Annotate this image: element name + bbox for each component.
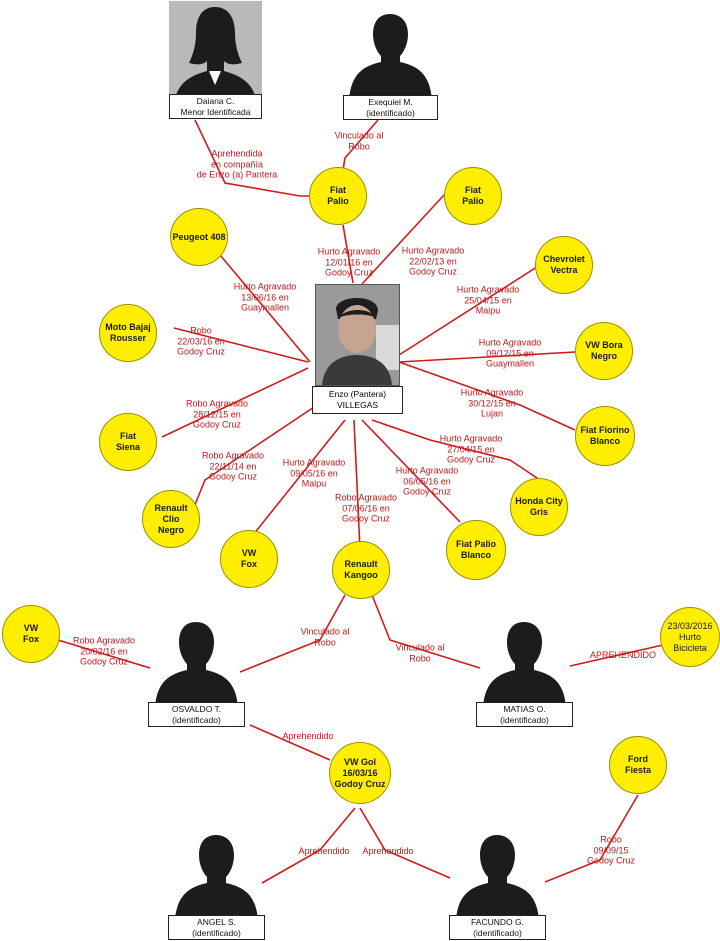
node-fiat-fiorino: Fiat Fiorino Blanco (575, 406, 635, 466)
edge-label-palio-blanco: Hurto Agravado 06/05/16 en Godoy Cruz (395, 465, 459, 497)
link-facundo-gol (359, 807, 451, 879)
edge-label-daiana-palio: Aprehendida en compañía de Enzo (a) Pant… (196, 148, 278, 180)
node-fiat-palio-2: Fiat Palio (444, 167, 502, 225)
male-silhouette-icon (349, 14, 432, 100)
male-silhouette-icon (155, 622, 238, 707)
link-fox1 (252, 419, 346, 536)
edge-label-osvaldo-kangoo: Vinculado al Robo (300, 626, 350, 648)
person-osvaldo: OSVALDO T. (identificado) (148, 619, 245, 727)
node-ford-fiesta: Ford Fiesta (609, 736, 667, 794)
link-matias-kangoo (371, 594, 481, 669)
link-chevrolet (398, 264, 541, 356)
node-fiat-palio-blanco: Fiat Palio Blanco (446, 520, 506, 580)
link-palio-blanco (361, 419, 461, 523)
link-siena (161, 367, 309, 438)
edge-label-palio2: Hurto Agravado 22/02/13 en Godoy Cruz (401, 245, 465, 277)
edge-label-moto: Robo 22/03/16 en Godoy Cruz (176, 325, 226, 357)
edge-label-fox1: Hurto Agravado 09/05/16 en Maipu (282, 457, 346, 489)
person-daiana: Daiana C. Menor Identificada (169, 1, 262, 119)
edge-label-peugeot: Hurto Agravado 13/06/16 en Guaymallen (233, 281, 297, 313)
node-vw-gol: VW Gol 16/03/16 Godoy Cruz (329, 742, 391, 804)
node-vw-fox-1: VW Fox (220, 530, 278, 588)
male-silhouette-icon (456, 835, 539, 920)
edge-label-fox2: Robo Agravado 20/02/16 en Godoy Cruz (72, 635, 136, 667)
link-exequiel-palio (342, 119, 379, 171)
node-renault-kangoo: Renault Kangoo (332, 541, 390, 599)
link-fiorino (398, 361, 576, 431)
person-caption: FACUNDO G. (identificado) (449, 915, 546, 940)
node-vw-bora: VW Bora Negro (575, 322, 633, 380)
node-fiat-siena: Fiat Siena (99, 413, 157, 471)
female-silhouette-icon (175, 7, 256, 99)
center-caption: Enzo (Pantera) VILLEGAS (312, 386, 403, 414)
person-caption: Daiana C. Menor Identificada (169, 94, 262, 119)
link-clio (191, 394, 333, 513)
link-peugeot (219, 254, 311, 363)
person-angel: ANGEL S. (identificado) (168, 832, 265, 940)
edge-label-osvaldo-gol: Aprehendido (282, 730, 334, 741)
node-peugeot-408: Peugeot 408 (170, 208, 228, 266)
edge-label-clio: Robo Agravado 22/11/14 en Godoy Cruz (201, 450, 265, 482)
link-fiesta (544, 794, 639, 883)
link-osvaldo-kangoo (239, 594, 346, 673)
person-caption: ANGEL S. (identificado) (168, 915, 265, 940)
person-exequiel: Exequiel M. (identificado) (343, 10, 438, 120)
link-palio1 (342, 224, 354, 284)
person-caption: Exequiel M. (identificado) (343, 95, 438, 120)
edge-label-fiesta: Robo 09/09/15 Godoy Cruz (586, 834, 636, 866)
edge-label-exequiel-palio: Vinculado al Robo (334, 130, 384, 152)
link-bicicleta (569, 644, 664, 667)
person-caption: MATIAS O. (identificado) (476, 702, 573, 727)
suspect-portrait-icon (316, 285, 399, 385)
link-fox2 (57, 639, 151, 669)
link-bora (398, 351, 576, 363)
link-daiana-palio (194, 119, 313, 197)
link-honda (371, 419, 541, 481)
person-caption: OSVALDO T. (identificado) (148, 702, 245, 727)
edge-label-bora: Hurto Agravado 09/12/15 en Guaymallen (478, 337, 542, 369)
node-hurto-bicicleta: 23/03/2016 Hurto Bicicleta (660, 607, 720, 667)
link-moto (173, 327, 309, 363)
edge-label-facundo-gol: Aprehendido (362, 845, 414, 856)
node-chevrolet-vectra: Chevrolet Vectra (535, 236, 593, 294)
person-facundo: FACUNDO G. (identificado) (449, 832, 546, 940)
edge-label-angel-gol: Aprehendido (298, 845, 350, 856)
edge-label-matias-kangoo: Vinculado al Robo (395, 642, 445, 664)
person-matias: MATIAS O. (identificado) (476, 619, 573, 727)
node-moto-bajaj: Moto Bajaj Rousser (99, 304, 157, 362)
edge-label-chevrolet: Hurto Agravado 25/04/15 en Maipu (456, 284, 520, 316)
edge-label-kangoo: Robo Agravado 07/06/16 en Godoy Cruz (334, 492, 398, 524)
edge-label-honda: Hurto Agravado 27/04/15 en Godoy Cruz (439, 433, 503, 465)
suspect-photo (315, 284, 400, 386)
edge-label-fiorino: Hurto Agravado 30/12/15 en Lujan (460, 387, 524, 419)
male-silhouette-icon (483, 622, 566, 707)
edge-label-siena: Robo Agravado 28/12/15 en Godoy Cruz (185, 398, 249, 430)
edge-label-palio1: Hurto Agravado 12/01/16 en Godoy Cruz (317, 246, 381, 278)
edge-label-bicicleta: APREHENDIDO (589, 649, 657, 660)
male-silhouette-icon (175, 835, 258, 920)
node-renault-clio: Renault Clio Negro (142, 490, 200, 548)
node-vw-fox-2: VW Fox (2, 605, 60, 663)
link-osvaldo-gol (249, 724, 331, 761)
node-honda-city: Honda City Gris (510, 478, 568, 536)
link-angel-gol (261, 807, 356, 884)
link-kangoo (353, 419, 361, 551)
node-fiat-palio-1: Fiat Palio (309, 167, 367, 225)
